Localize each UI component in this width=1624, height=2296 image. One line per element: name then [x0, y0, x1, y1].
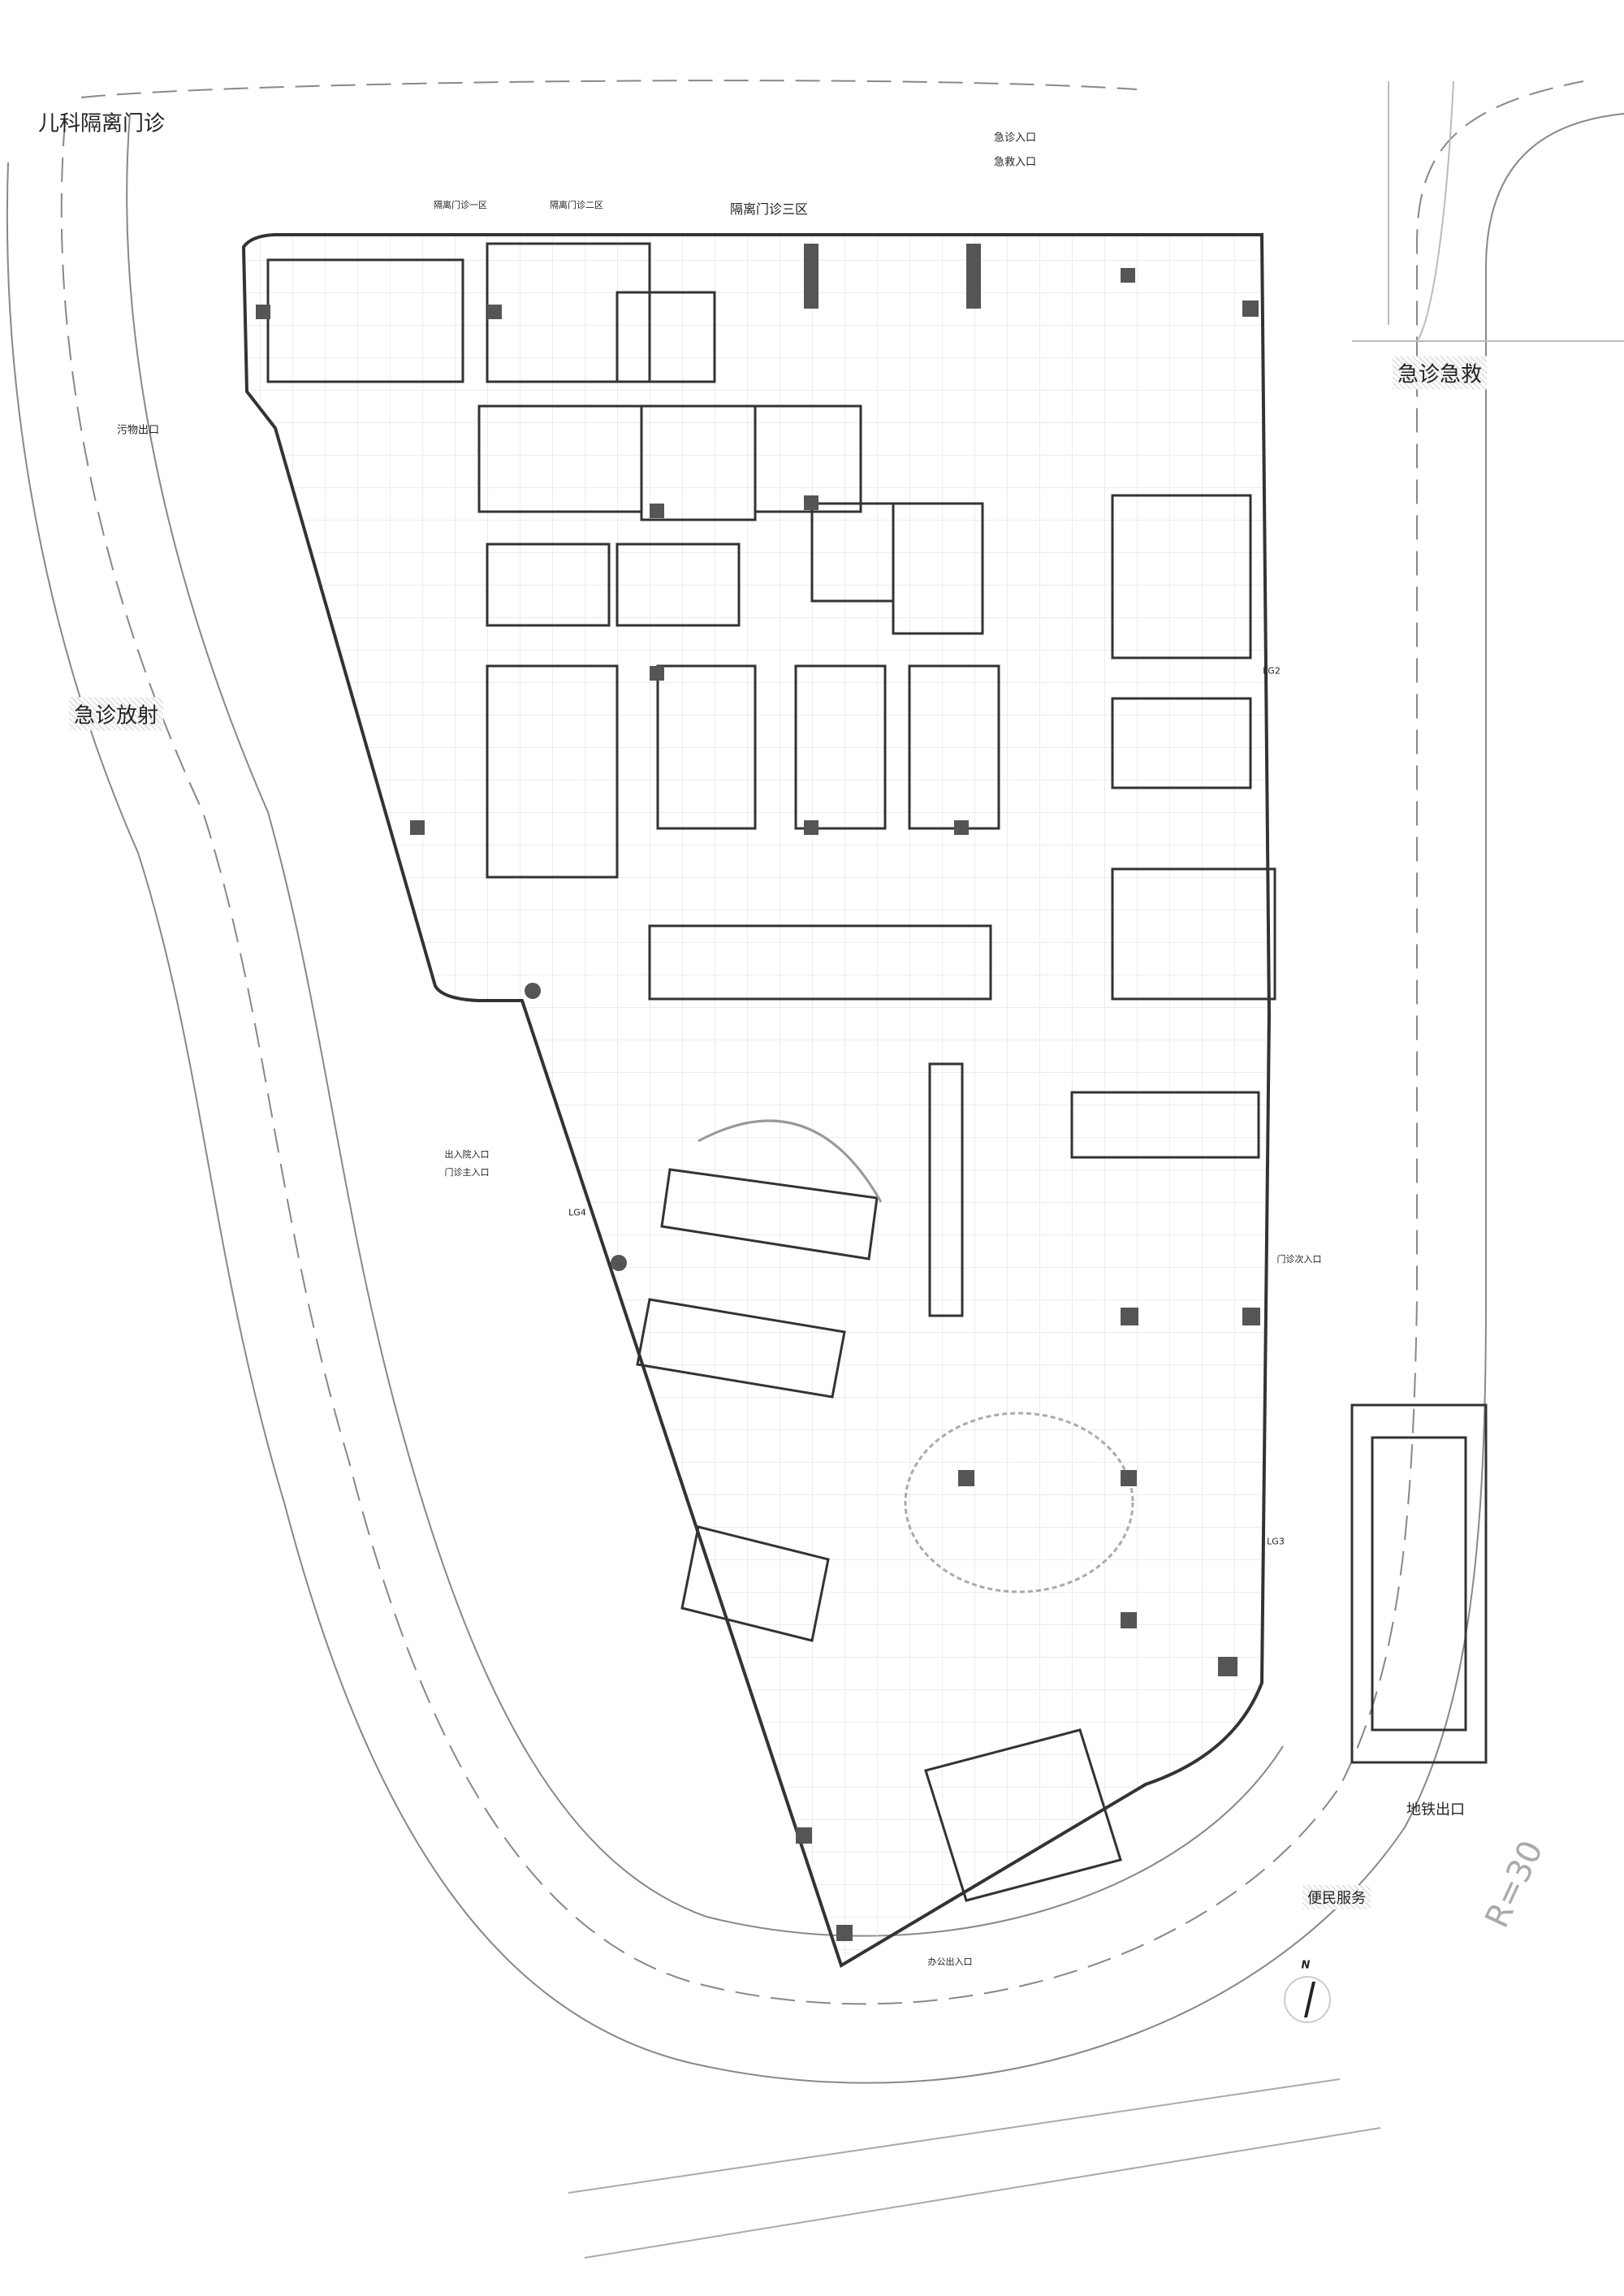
label-waste-exit: 污物出口 [116, 424, 160, 437]
label-emergency-rescue: 急诊急救 [1392, 356, 1488, 390]
road-lines [6, 80, 1624, 2259]
label-isolation-zone-3: 隔离门诊三区 [729, 201, 809, 217]
label-lg2: LG2 [1263, 665, 1281, 677]
label-outpatient-secondary-entrance: 门诊次入口 [1276, 1254, 1322, 1265]
label-convenience-service: 便民服务 [1302, 1885, 1371, 1909]
label-rescue-entrance: 急救入口 [993, 156, 1037, 169]
columns [256, 244, 1260, 1941]
label-pediatric-isolation: 儿科隔离门诊 [37, 111, 166, 136]
label-office-entrance: 办公出入口 [927, 1957, 973, 1967]
label-isolation-zone-1: 隔离门诊一区 [434, 200, 487, 210]
label-isolation-zone-2: 隔离门诊二区 [550, 200, 603, 210]
label-outpatient-main-entrance: 门诊主入口 [444, 1167, 490, 1178]
label-metro-exit: 地铁出口 [1406, 1801, 1465, 1818]
label-north: N [1301, 1959, 1311, 1972]
label-lg3: LG3 [1267, 1536, 1285, 1547]
label-admission-entrance: 出入院入口 [444, 1149, 490, 1160]
north-arrow-icon [1284, 1976, 1331, 2023]
rooms [266, 242, 1488, 1902]
label-emergency-radiology: 急诊放射 [68, 697, 164, 731]
label-emergency-entrance: 急诊入口 [993, 132, 1037, 145]
building-outline [241, 233, 1272, 1968]
label-lg4: LG4 [568, 1207, 586, 1218]
